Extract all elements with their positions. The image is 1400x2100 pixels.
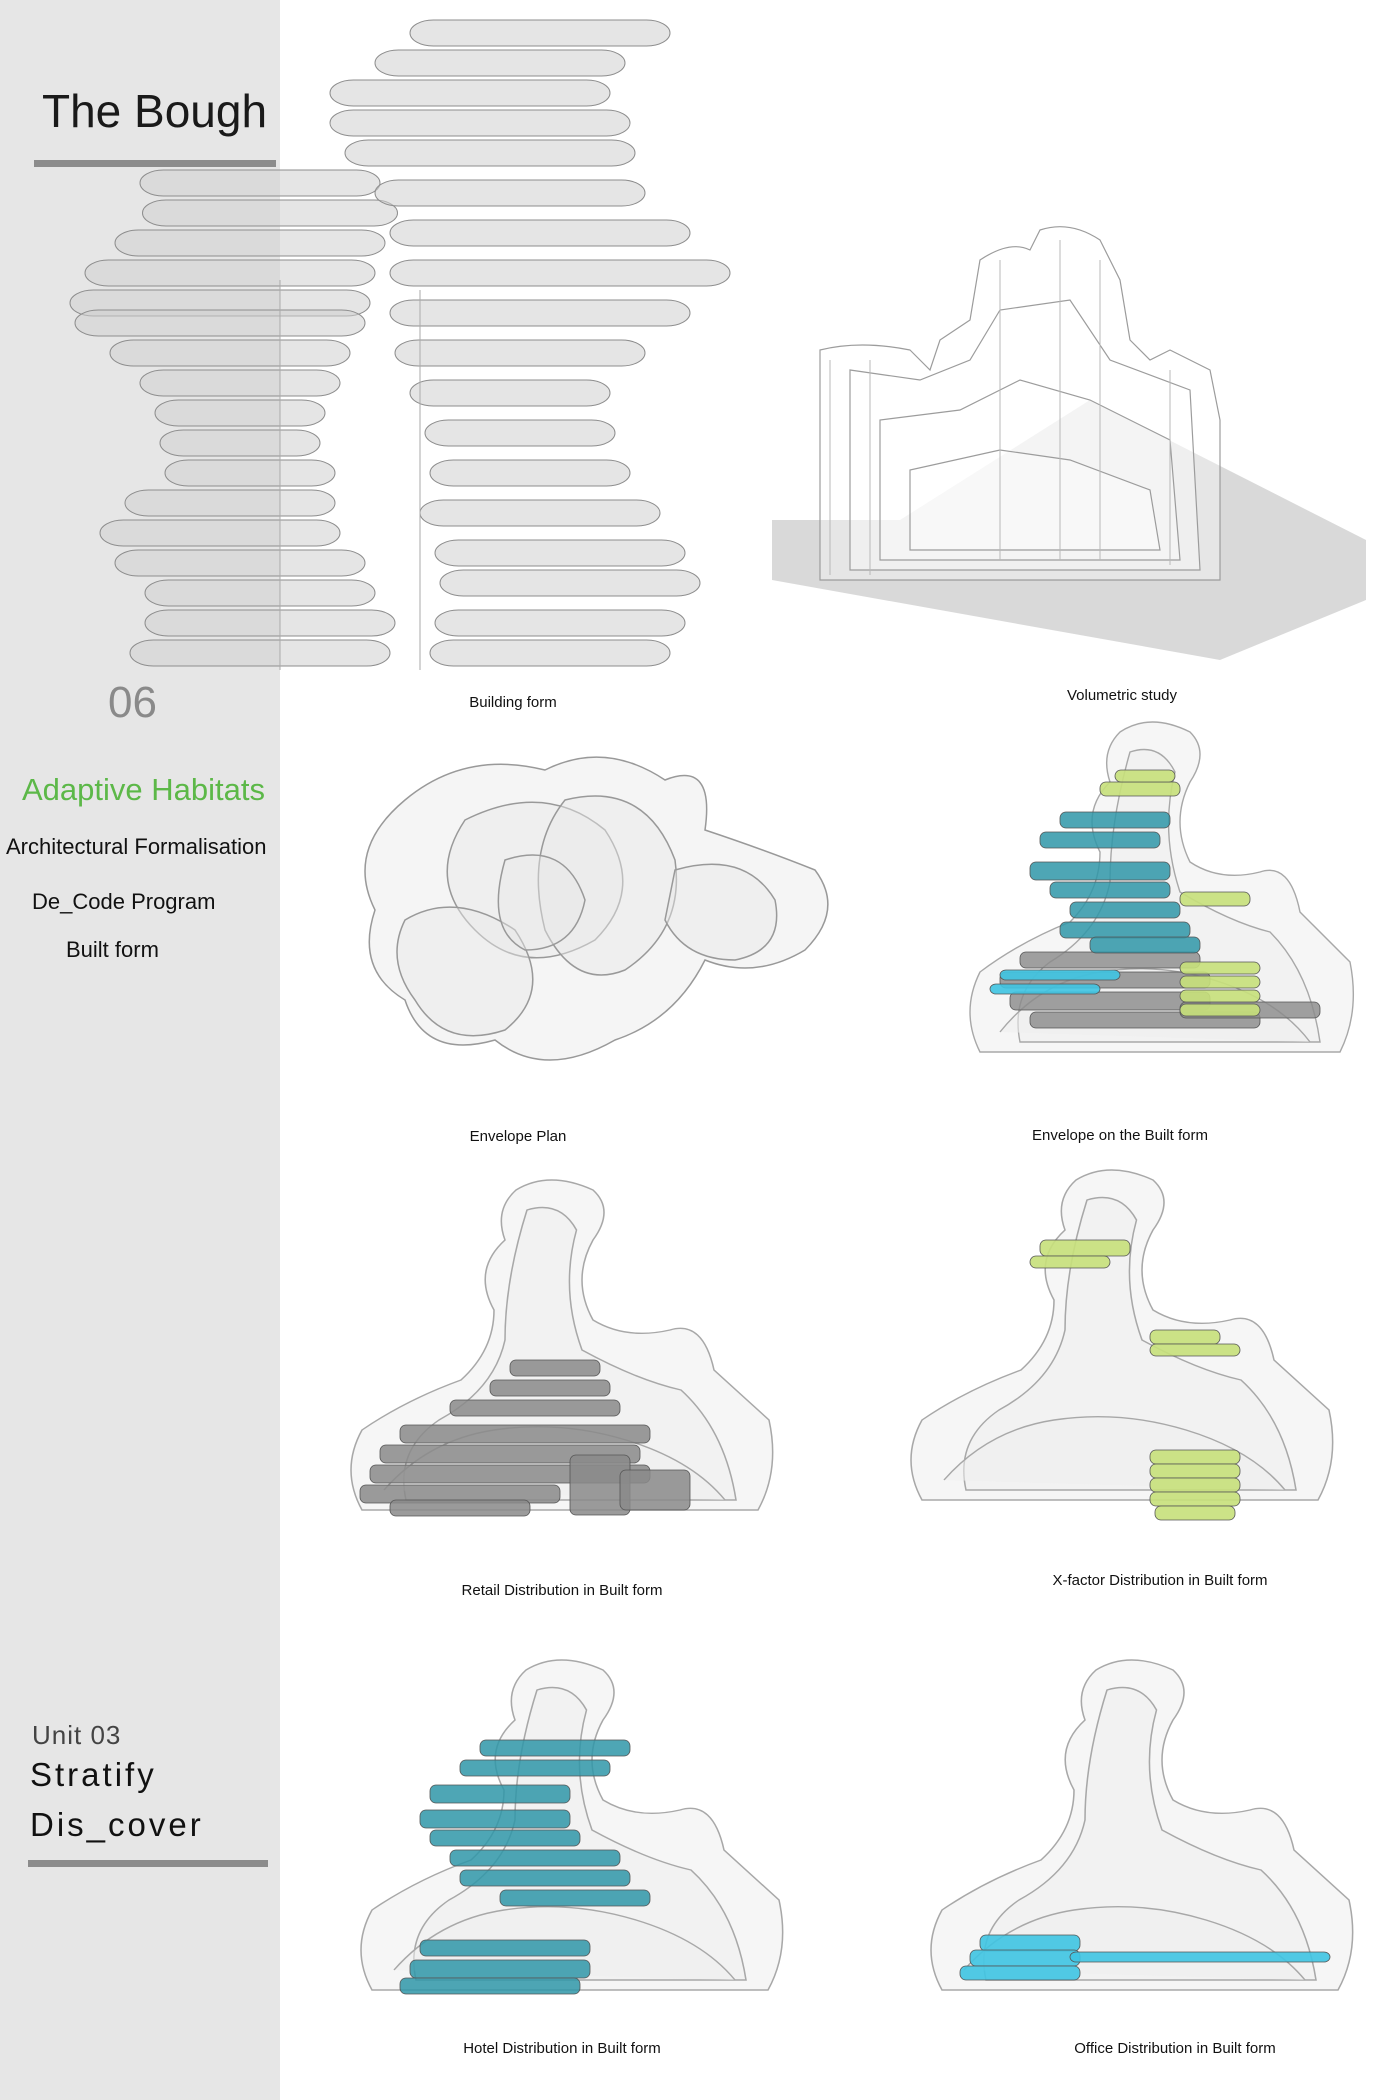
- x-factor-distribution-drawing: [910, 1169, 1334, 1521]
- volumetric-study-drawing: [772, 226, 1366, 660]
- page-title: The Bough: [42, 85, 268, 137]
- caption-retail-distribution: Retail Distribution in Built form: [461, 1582, 663, 1599]
- caption-hotel-distribution: Hotel Distribution in Built form: [463, 2040, 661, 2057]
- unit-underline: [28, 1860, 268, 1867]
- sidebar-line-3: Built form: [66, 937, 159, 962]
- retail-distribution-drawing: [350, 1179, 774, 1517]
- unit-line-2: Dis_cover: [30, 1806, 204, 1843]
- caption-x-factor-distribution: X-factor Distribution in Built form: [1052, 1572, 1268, 1589]
- sidebar-line-2: De_Code Program: [32, 889, 216, 914]
- caption-envelope-plan: Envelope Plan: [469, 1128, 567, 1145]
- unit-line-1: Stratify: [30, 1756, 157, 1793]
- caption-envelope-built-form: Envelope on the Built form: [1032, 1127, 1208, 1144]
- section-heading: Adaptive Habitats: [22, 772, 265, 807]
- page-number: 06: [108, 678, 157, 727]
- hotel-distribution-drawing: [360, 1659, 784, 1995]
- caption-office-distribution: Office Distribution in Built form: [1074, 2040, 1276, 2057]
- caption-volumetric-study: Volumetric study: [1066, 687, 1178, 704]
- envelope-plan-drawing: [364, 756, 829, 1061]
- office-distribution-drawing: [930, 1659, 1354, 1991]
- building-form-drawing: [69, 19, 731, 670]
- caption-building-form: Building form: [469, 694, 557, 711]
- envelope-on-built-form-drawing: [969, 721, 1354, 1053]
- unit-label: Unit 03: [32, 1720, 122, 1750]
- title-underline: [34, 160, 276, 167]
- sidebar-line-1: Architectural Formalisation: [6, 834, 267, 859]
